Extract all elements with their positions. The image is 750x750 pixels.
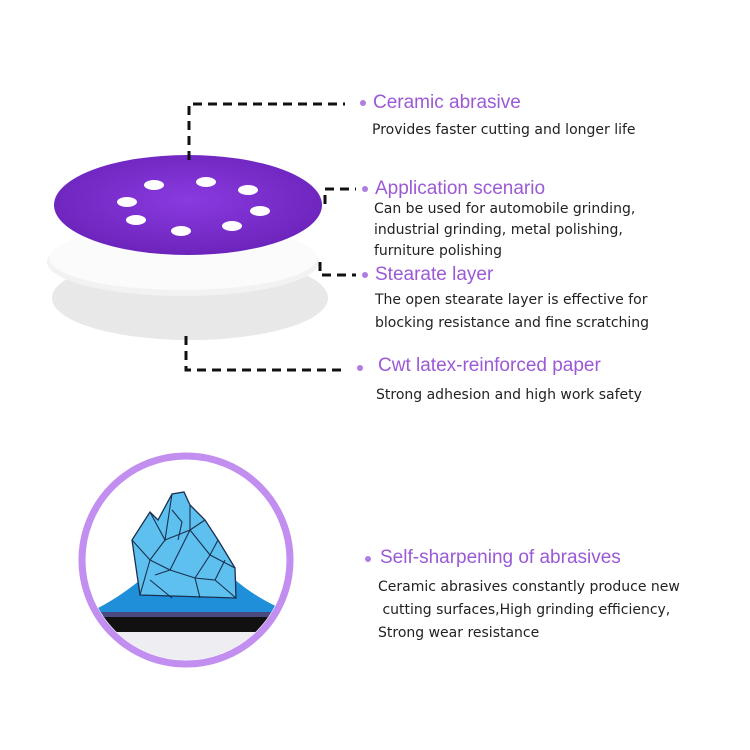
feature-latex-paper: Cwt latex-reinforced paper Strong adhesi… (357, 355, 642, 406)
feature-description: Strong adhesion and high work safety (376, 387, 642, 403)
feature-description: The open stearate layer is effective for… (375, 292, 650, 331)
abrasive-grain (131, 491, 237, 599)
feature-ceramic-abrasive: Ceramic abrasive Provides faster cutting… (360, 92, 636, 141)
feature-self-sharpening: Self-sharpening of abrasives Ceramic abr… (365, 547, 680, 645)
bullet-dot-icon (357, 365, 363, 371)
feature-title: Stearate layer (375, 264, 494, 285)
feature-description: Can be used for automobile grinding, ind… (374, 201, 636, 259)
bullet-dot-icon (362, 272, 368, 278)
feature-stearate-layer: Stearate layer The open stearate layer i… (362, 264, 649, 335)
leader-lines (184, 102, 356, 372)
bullet-dot-icon (362, 186, 368, 192)
ceramic-abrasive-disc (54, 155, 322, 255)
feature-description: Ceramic abrasives constantly produce new… (378, 579, 680, 641)
feature-title: Ceramic abrasive (373, 92, 521, 113)
bullet-dot-icon (365, 556, 371, 562)
feature-title: Cwt latex-reinforced paper (378, 355, 601, 376)
feature-title: Application scenario (375, 178, 546, 199)
feature-description: Provides faster cutting and longer life (372, 122, 636, 138)
dust-holes (117, 177, 270, 236)
feature-title: Self-sharpening of abrasives (380, 547, 621, 568)
bullet-dot-icon (360, 100, 366, 106)
feature-application-scenario: Application scenario Can be used for aut… (362, 178, 635, 262)
